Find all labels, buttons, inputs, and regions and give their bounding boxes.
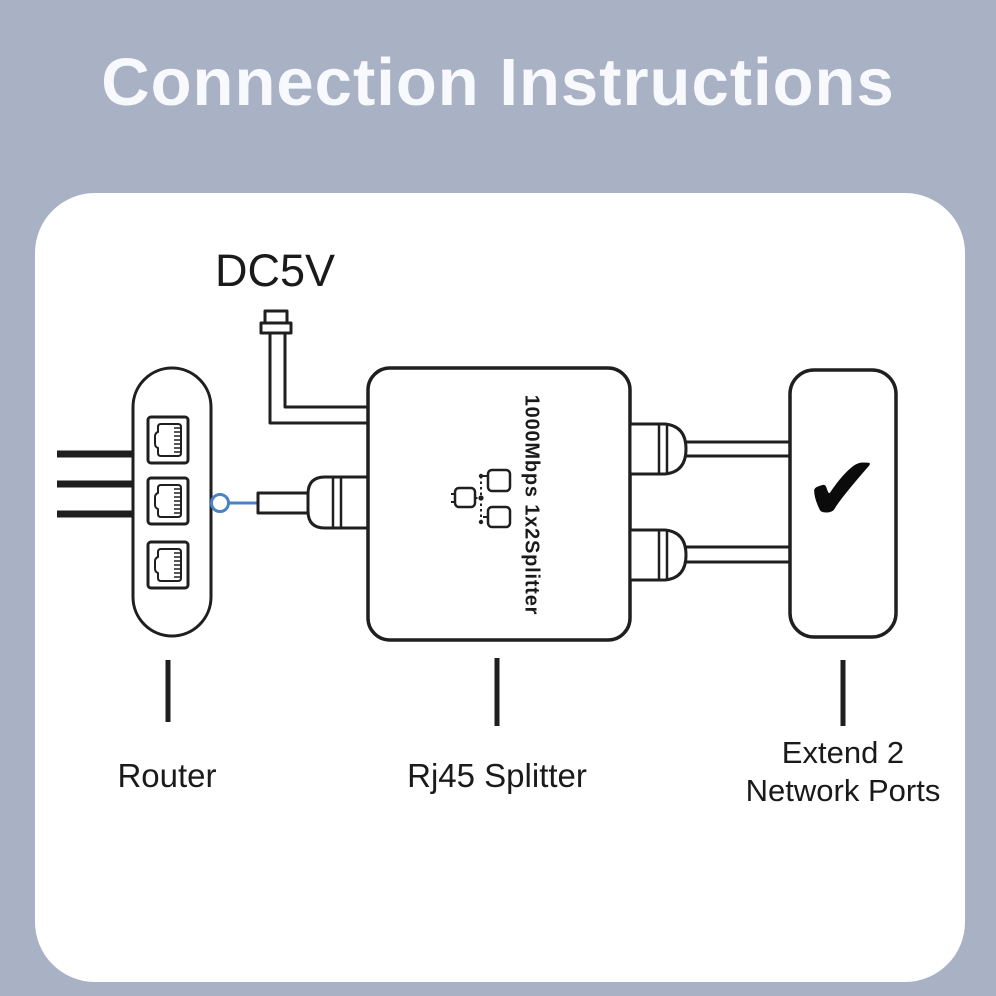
- connection-diagram: [57, 309, 898, 726]
- splitter-output-plug-bottom: [628, 528, 688, 582]
- rj45-port-icon: [146, 415, 190, 465]
- page-title: Connection Instructions: [101, 45, 895, 120]
- wall-cables: [57, 450, 133, 518]
- splitter-device: [366, 366, 632, 642]
- patch-cable-connector: [210, 493, 258, 513]
- splitter-output-plug-top: [628, 422, 688, 476]
- extend-ports-box: [788, 368, 898, 639]
- extend-ports-label: Extend 2 Network Ports: [746, 734, 941, 810]
- splitter-input-plug: [256, 475, 370, 530]
- rj45-port-icon: [146, 540, 190, 590]
- network-split-icon: [451, 468, 512, 529]
- dc5v-label: DC5V: [214, 245, 336, 296]
- rj45-port-icon: [146, 476, 190, 526]
- router-label: Router: [117, 757, 217, 794]
- dc-power-cable: [268, 333, 368, 425]
- dc-power-plug-icon: [259, 309, 293, 335]
- extend-ports-label-line2: Network Ports: [745, 773, 941, 808]
- label-tick-marks: [165, 658, 846, 726]
- splitter-label: Rj45 Splitter: [407, 757, 587, 794]
- extension-cable-bottom: [683, 545, 790, 564]
- extend-ports-label-line1: Extend 2: [781, 735, 905, 770]
- splitter-print-label: 1000Mbps 1x2Splitter: [520, 394, 543, 616]
- check-icon: ✔: [803, 435, 881, 543]
- extension-cable-top: [683, 440, 790, 458]
- instruction-card: DC5V 1000Mbps 1x2Splitter ✔ Router Rj45 …: [35, 193, 965, 982]
